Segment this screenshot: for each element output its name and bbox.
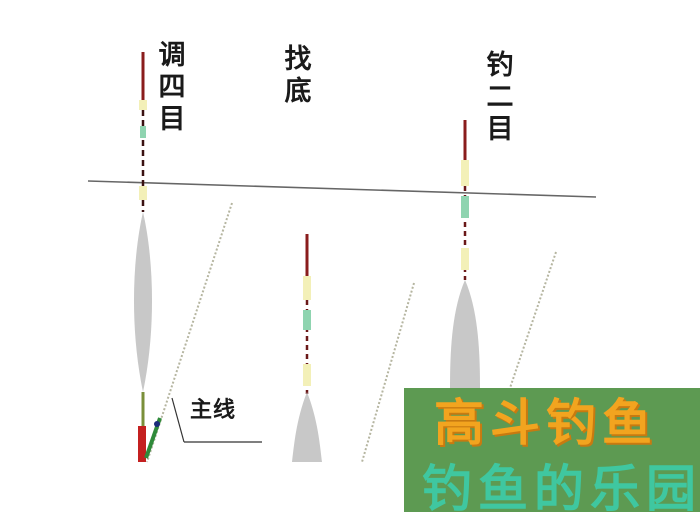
float-2-segment (303, 276, 311, 300)
float-3-segment (461, 196, 469, 218)
float-2-segment (303, 310, 311, 330)
fishing-line-3 (509, 251, 557, 389)
float-1 (133, 52, 162, 462)
float-3-body (450, 280, 480, 388)
label-float-3-char: 目 (486, 114, 514, 145)
main-line-pointer-diag (171, 397, 185, 443)
label-float-2: 找 底 (282, 44, 314, 108)
float-1-segment (139, 186, 147, 200)
label-float-2-char: 底 (284, 76, 312, 107)
label-float-3-char: 钓 (486, 50, 514, 81)
float-3 (450, 120, 480, 388)
float-1-body (133, 212, 153, 392)
float-1-segment (139, 100, 147, 110)
banner-title: 高斗钓鱼 (434, 394, 658, 452)
float-1-foot-red (138, 426, 146, 462)
float-2-body (292, 392, 322, 462)
label-float-3-char: 二 (486, 82, 514, 113)
float-1-segment (140, 126, 146, 138)
label-float-1-char: 目 (158, 104, 186, 135)
label-float-1-char: 调 (158, 40, 186, 71)
label-float-1: 调 四 目 (156, 40, 188, 136)
float-2-segment (303, 364, 311, 386)
fishing-line-2 (361, 282, 415, 463)
label-main-line: 主线 (190, 398, 237, 423)
label-float-1-char: 四 (158, 72, 186, 103)
fishing-line-1 (146, 202, 233, 463)
watermark-banner: 高斗钓鱼 钓鱼的乐园 (404, 388, 700, 512)
float-2 (292, 234, 322, 462)
float-1-bead (154, 421, 160, 427)
label-float-3: 钓 二 目 (484, 50, 516, 146)
label-float-2-char: 找 (284, 44, 312, 75)
float-3-segment (461, 248, 469, 270)
water-surface-line (87, 180, 597, 198)
banner-subtitle: 钓鱼的乐园 (422, 460, 700, 512)
float-3-segment (461, 160, 469, 186)
